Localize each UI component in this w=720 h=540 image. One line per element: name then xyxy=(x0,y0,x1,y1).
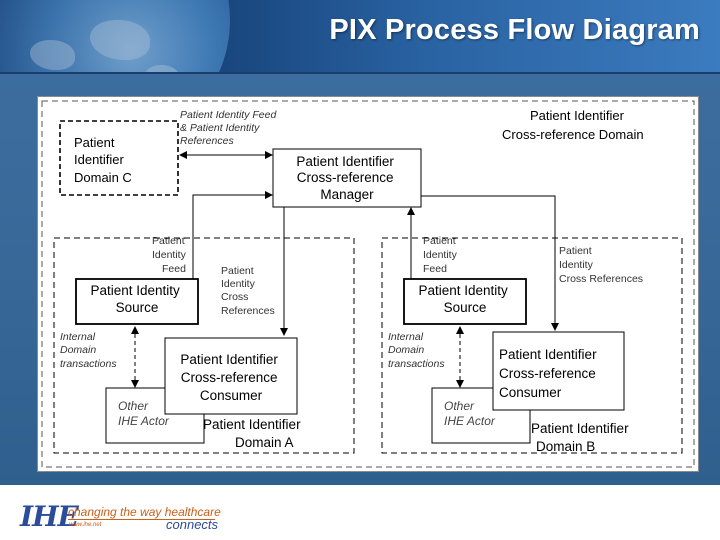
domain-b-source-box xyxy=(403,278,527,325)
diagram-panel: Patient Identifier Cross-reference Domai… xyxy=(37,96,699,472)
ihe-logo: IHE xyxy=(20,500,79,533)
domain-a-other-actor-label: Other IHE Actor xyxy=(118,399,170,428)
domain-c-label: Patient Identifier Domain C xyxy=(74,135,132,185)
footer-url: www.ihe.net xyxy=(69,522,102,528)
domain-a-references-label: Patient Identity Cross References xyxy=(221,265,275,317)
domain-b-internal-label: Internal Domain transactions xyxy=(388,331,445,370)
cross-reference-manager-box xyxy=(272,148,422,208)
footer-tagline-connects: connects xyxy=(166,517,219,532)
domain-b-source-label: Patient Identity Source xyxy=(418,283,511,315)
domain-b-feed-label: Patient Identity Feed xyxy=(423,235,460,275)
header-banner: PIX Process Flow Diagram xyxy=(0,0,720,74)
domain-a-name-label: Patient Identifier Domain A xyxy=(203,417,304,450)
domain-a-internal-label: Internal Domain transactions xyxy=(60,331,117,370)
globe-image xyxy=(0,0,230,72)
domain-a-consumer-label: Patient Identifier Cross-reference Consu… xyxy=(180,352,281,403)
domain-a-source-label: Patient Identity Source xyxy=(90,283,183,315)
domain-a-consumer-box xyxy=(164,337,298,415)
domain-b-references-arrow xyxy=(421,195,559,331)
domain-a-source-box xyxy=(75,278,199,325)
domain-b-consumer-label: Patient Identifier Cross-reference Consu… xyxy=(499,347,600,400)
domain-a-feed-label: Patient Identity Feed xyxy=(152,235,189,275)
cross-reference-domain-border xyxy=(41,100,695,468)
domain-b-other-actor-label: Other IHE Actor xyxy=(444,399,496,428)
feed-references-label: Patient Identity Feed & Patient Identity… xyxy=(180,109,279,147)
footer xyxy=(0,485,720,540)
cross-reference-domain-label: Patient Identifier Cross-reference Domai… xyxy=(502,108,644,142)
domain-b-name-label: Patient Identifier Domain B xyxy=(531,421,632,454)
tagline-underline xyxy=(68,519,215,520)
pix-flow-diagram: Patient Identifier Cross-reference Domai… xyxy=(41,100,695,468)
domain-b-consumer-box xyxy=(492,331,625,411)
domain-c-box xyxy=(59,120,179,196)
domain-b-references-label: Patient Identity Cross References xyxy=(559,245,643,285)
cross-reference-manager-label: Patient Identifier Cross-reference Manag… xyxy=(296,154,397,202)
domain-b-border xyxy=(381,237,683,454)
domain-a-border xyxy=(53,237,355,454)
domain-a-feed-arrow xyxy=(192,191,273,280)
slide-title: PIX Process Flow Diagram xyxy=(329,14,700,46)
footer-tagline: changing the way healthcare xyxy=(68,505,221,519)
